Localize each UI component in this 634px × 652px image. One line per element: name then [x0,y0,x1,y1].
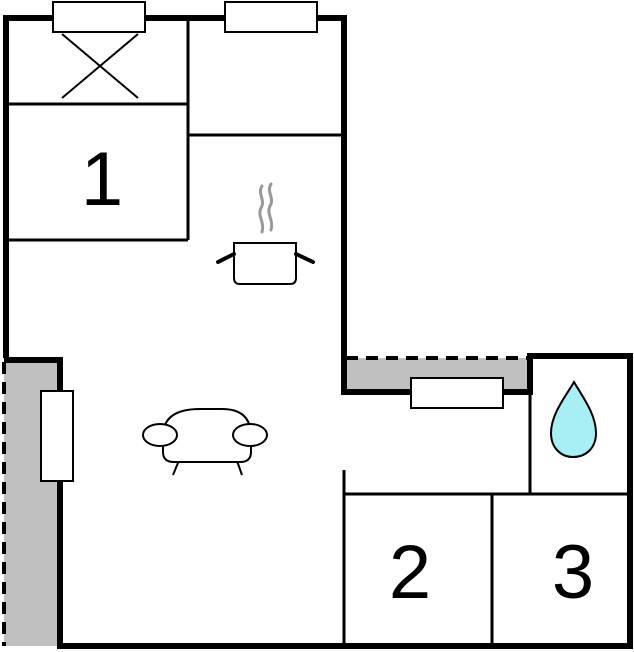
window-middle [410,377,504,409]
interior-walls [6,20,630,646]
sofa-icon [142,408,268,476]
window-top-right [224,1,318,33]
room-label-1: 1 [81,137,123,222]
windows [40,1,504,482]
water-drop-icon [549,379,598,459]
stairs-cross-icon [61,33,139,99]
cooking-pot-icon [216,182,315,285]
window-top-left [52,1,146,33]
room-label-2: 2 [389,530,431,615]
window-left [40,390,74,482]
room-label-3: 3 [552,530,594,615]
outer-walls [3,15,633,649]
